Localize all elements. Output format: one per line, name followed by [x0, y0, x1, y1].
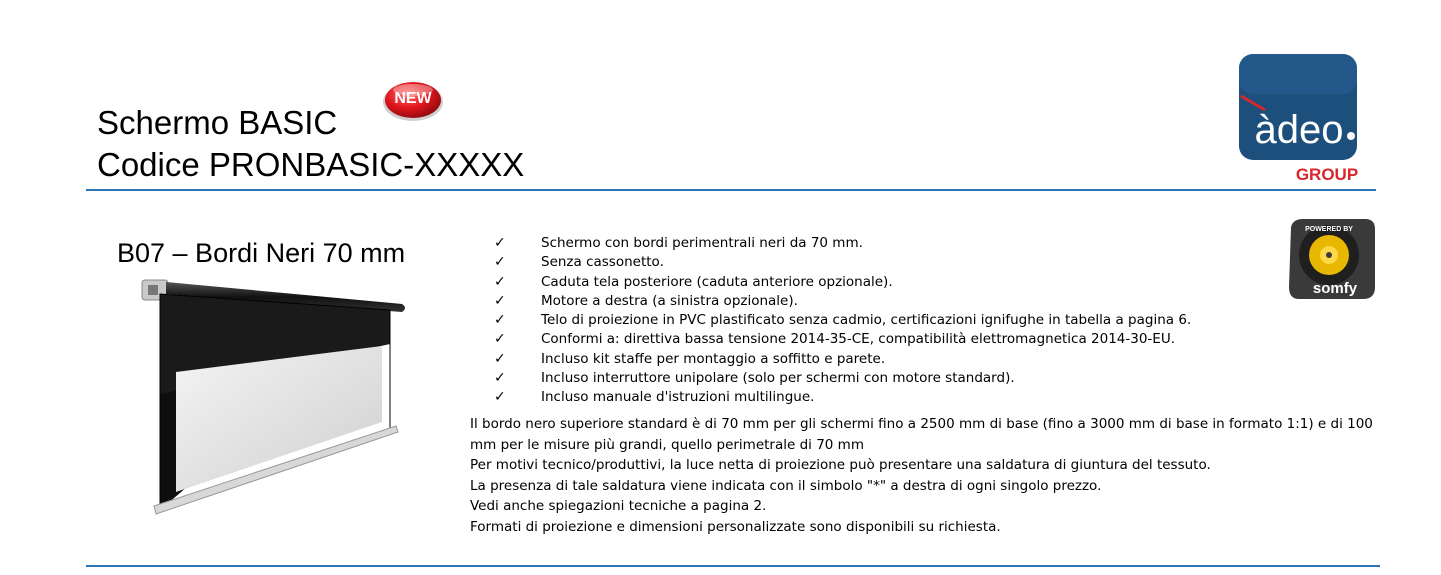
- list-item: ✓Motore a destra (a sinistra opzionale).: [494, 292, 1191, 311]
- paragraph-seam: Per motivi tecnico/produttivi, la luce n…: [470, 457, 1211, 473]
- adeo-group-logo-icon: àdeo GROUP: [1239, 54, 1358, 184]
- check-icon: ✓: [494, 292, 506, 309]
- svg-text:NEW: NEW: [394, 90, 432, 107]
- description-text: Il bordo nero superiore standard è di 70…: [470, 414, 1375, 537]
- page-title-line1: Schermo BASIC: [97, 104, 338, 141]
- list-item: ✓Incluso kit staffe per montaggio a soff…: [494, 350, 1191, 369]
- svg-text:GROUP: GROUP: [1296, 165, 1358, 184]
- paragraph-seam-symbol: La presenza di tale saldatura viene indi…: [470, 477, 1102, 494]
- list-item: ✓Incluso interruttore unipolare (solo pe…: [494, 369, 1191, 388]
- check-icon: ✓: [494, 350, 506, 367]
- check-icon: ✓: [494, 273, 506, 290]
- new-badge-icon: NEW: [383, 82, 443, 121]
- footer-divider: [86, 565, 1380, 567]
- feature-list: ✓Schermo con bordi perimentrali neri da …: [494, 234, 1191, 408]
- check-icon: ✓: [494, 370, 506, 387]
- list-item: ✓Senza cassonetto.: [494, 253, 1191, 272]
- check-icon: ✓: [494, 312, 506, 329]
- list-item: ✓Conformi a: direttiva bassa tensione 20…: [494, 330, 1191, 349]
- powered-by-somfy-icon: POWERED BY somfy: [1289, 219, 1375, 299]
- list-item: ✓Telo di proiezione in PVC plastificato …: [494, 311, 1191, 330]
- svg-text:somfy: somfy: [1313, 280, 1358, 297]
- list-item: ✓Incluso manuale d'istruzioni multilingu…: [494, 388, 1191, 407]
- list-item: ✓Caduta tela posteriore (caduta anterior…: [494, 273, 1191, 292]
- check-icon: ✓: [494, 254, 506, 271]
- paragraph-custom-formats: Formati di proiezione e dimensioni perso…: [470, 518, 1001, 535]
- header-divider: [86, 189, 1376, 191]
- svg-text:àdeo: àdeo: [1255, 108, 1344, 152]
- list-item: ✓Schermo con bordi perimentrali neri da …: [494, 234, 1191, 253]
- check-icon: ✓: [494, 331, 506, 348]
- projection-screen-image: [141, 279, 405, 515]
- product-subtitle: B07 – Bordi Neri 70 mm: [117, 238, 406, 268]
- check-icon: ✓: [494, 235, 506, 251]
- page-title-line2: Codice PRONBASIC-XXXXX: [97, 146, 525, 183]
- svg-text:POWERED BY: POWERED BY: [1305, 226, 1353, 233]
- paragraph-see-also: Vedi anche spiegazioni tecniche a pagina…: [470, 498, 767, 514]
- check-icon: ✓: [494, 389, 506, 406]
- paragraph-black-border: Il bordo nero superiore standard è di 70…: [470, 416, 1373, 453]
